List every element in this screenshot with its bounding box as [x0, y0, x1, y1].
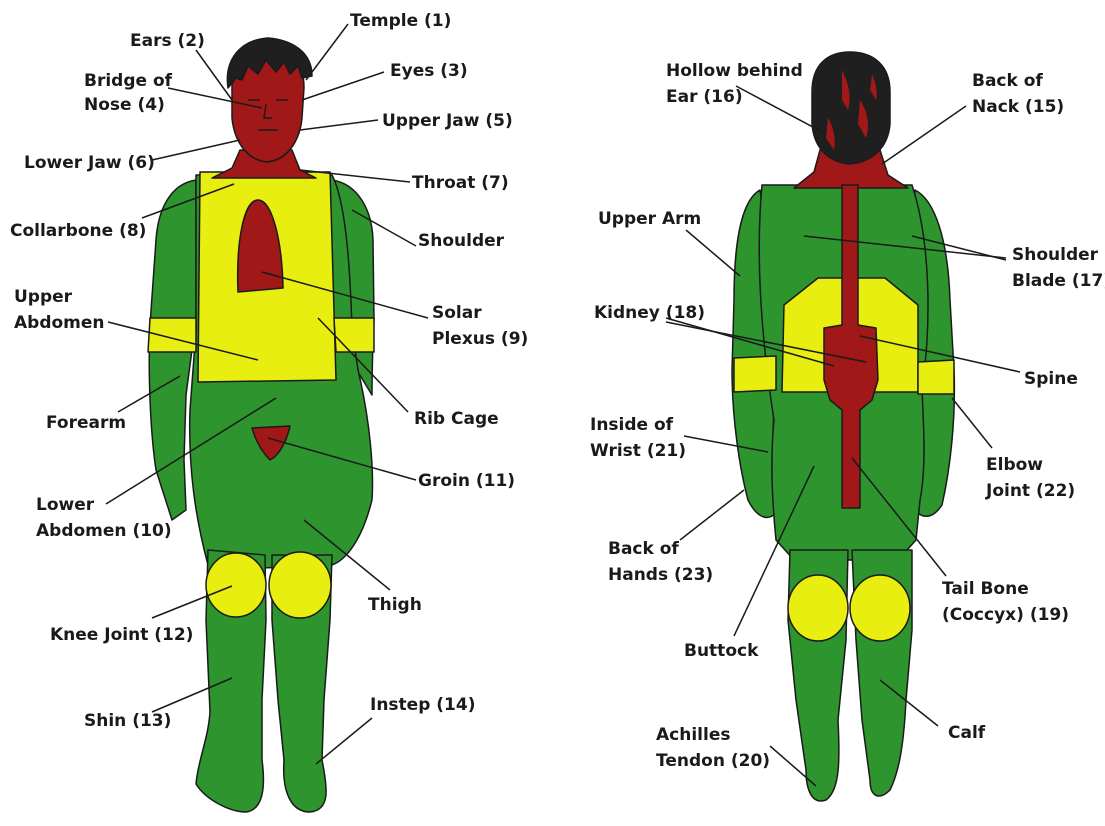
label-rib-cage: Rib Cage [414, 409, 499, 429]
label-back-of-neck-line1: Back of [972, 71, 1043, 91]
label-back-of-hands-line1: Back of [608, 539, 679, 559]
label-bridge-of-nose-line1: Bridge of [84, 71, 173, 91]
label-temple: Temple (1) [350, 11, 451, 31]
label-inside-of-wrist-line1: Inside of [590, 415, 674, 435]
leader-eyes [302, 72, 384, 100]
label-elbow-joint-line1: Elbow [986, 455, 1043, 475]
leader-lower-jaw [152, 140, 240, 160]
back-right-knee [850, 575, 910, 641]
label-instep: Instep (14) [370, 695, 476, 715]
label-eyes: Eyes (3) [390, 61, 468, 81]
leader-upper-jaw [300, 120, 378, 130]
label-back-of-hands-line2: Hands (23) [608, 565, 713, 585]
front-right-armband [334, 318, 374, 352]
back-figure [732, 52, 954, 801]
label-upper-jaw: Upper Jaw (5) [382, 111, 513, 131]
label-tail-bone-line1: Tail Bone [942, 579, 1029, 599]
front-left-armband [148, 318, 196, 352]
label-knee-joint: Knee Joint (12) [50, 625, 193, 645]
label-achilles-tendon: Achilles Tendon (20) [656, 725, 770, 771]
label-buttock: Buttock [684, 641, 759, 661]
label-collarbone: Collarbone (8) [10, 221, 146, 241]
label-back-of-hands: Back of Hands (23) [608, 539, 713, 585]
label-back-of-neck-line2: Nack (15) [972, 97, 1064, 117]
label-achilles-tendon-line1: Achilles [656, 725, 730, 745]
leader-instep [316, 718, 372, 764]
back-right-armband [918, 360, 954, 394]
label-inside-of-wrist: Inside of Wrist (21) [590, 415, 686, 461]
label-lower-abdomen-line2: Abdomen (10) [36, 521, 172, 541]
label-bridge-of-nose-line2: Nose (4) [84, 95, 165, 115]
label-shoulder-blade: Shoulder Blade (17) [1012, 245, 1105, 291]
label-upper-abdomen: Upper Abdomen [14, 287, 105, 333]
label-solar-plexus: Solar Plexus (9) [432, 303, 528, 349]
label-calf: Calf [948, 723, 986, 743]
label-thigh: Thigh [368, 595, 422, 615]
label-upper-abdomen-line2: Abdomen [14, 313, 105, 333]
label-shoulder-blade-line1: Shoulder [1012, 245, 1099, 265]
back-left-knee [788, 575, 848, 641]
back-left-armband [734, 356, 776, 392]
label-elbow-joint-line2: Joint (22) [985, 481, 1075, 501]
front-right-knee [269, 552, 331, 618]
label-spine: Spine [1024, 369, 1078, 389]
label-forearm: Forearm [46, 413, 126, 433]
label-tail-bone: Tail Bone (Coccyx) (19) [942, 579, 1069, 625]
leader-upper-arm [686, 230, 740, 276]
label-achilles-tendon-line2: Tendon (20) [656, 751, 770, 771]
leader-back-of-hands [680, 490, 744, 540]
label-solar-plexus-line1: Solar [432, 303, 482, 323]
label-elbow-joint: Elbow Joint (22) [985, 455, 1075, 501]
label-upper-arm: Upper Arm [598, 209, 701, 229]
label-back-of-neck: Back of Nack (15) [972, 71, 1064, 117]
label-lower-abdomen-line1: Lower [36, 495, 95, 515]
front-left-knee [206, 553, 266, 617]
label-throat: Throat (7) [412, 173, 509, 193]
label-shin: Shin (13) [84, 711, 171, 731]
leader-ears [196, 50, 232, 100]
label-inside-of-wrist-line2: Wrist (21) [590, 441, 686, 461]
label-hollow-behind-ear-line1: Hollow behind [666, 61, 803, 81]
label-kidney: Kidney (18) [594, 303, 705, 323]
label-groin: Groin (11) [418, 471, 515, 491]
label-tail-bone-line2: (Coccyx) (19) [942, 605, 1069, 625]
label-hollow-behind-ear-line2: Ear (16) [666, 87, 743, 107]
label-hollow-behind-ear: Hollow behind Ear (16) [666, 61, 809, 107]
front-figure [148, 38, 374, 812]
back-head [812, 52, 890, 164]
label-lower-abdomen: Lower Abdomen (10) [36, 495, 172, 541]
label-shoulder-blade-line2: Blade (17) [1012, 271, 1105, 291]
leader-temple [306, 24, 348, 80]
label-bridge-of-nose: Bridge of Nose (4) [84, 71, 178, 115]
label-upper-abdomen-line1: Upper [14, 287, 73, 307]
leader-back-of-neck [882, 106, 966, 164]
leader-elbow-joint [952, 398, 992, 448]
label-ears: Ears (2) [130, 31, 205, 51]
label-lower-jaw: Lower Jaw (6) [24, 153, 155, 173]
label-shoulder: Shoulder [418, 231, 505, 251]
label-solar-plexus-line2: Plexus (9) [432, 329, 528, 349]
